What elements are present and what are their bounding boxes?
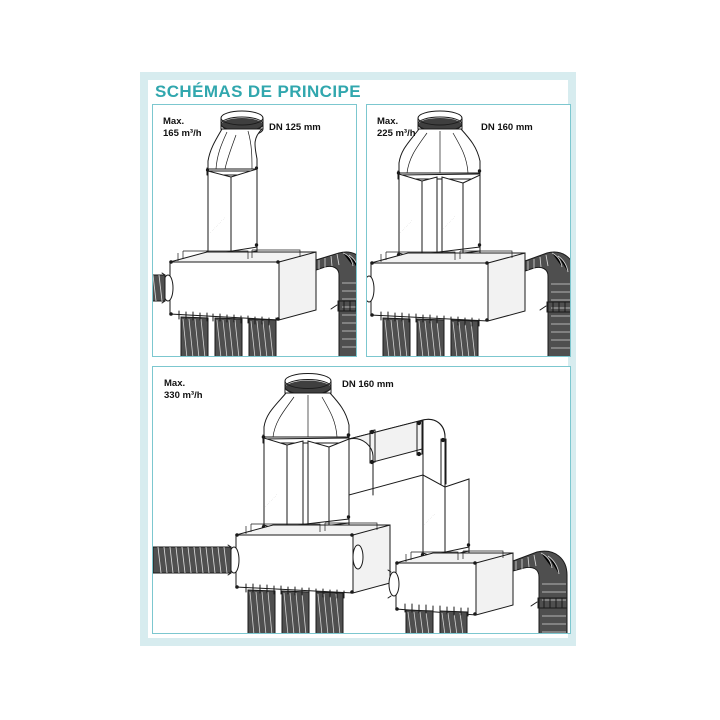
hose-drop-1	[382, 317, 411, 356]
hose-drop-r1	[405, 609, 434, 633]
flexible-hose-right-elbow	[524, 251, 570, 356]
hose-drop-2	[214, 317, 243, 356]
distribution-manifold-box-right	[395, 550, 514, 616]
vertical-rectangular-duct: · · · · · · · · · · ·	[207, 168, 258, 262]
vertical-rectangular-duct-left: · · · · · · · · ·	[398, 173, 438, 262]
hose-drop-2	[416, 318, 445, 356]
panel1-dn-label: DN 125 mm	[269, 122, 321, 133]
manifold-left-outlet-collars	[245, 583, 345, 599]
panel2-max-label: Max.	[377, 116, 399, 127]
flexible-hose-right-elbow	[315, 251, 356, 356]
flexible-corrugated-hose-left	[153, 274, 166, 302]
manifold-outlet-collars	[380, 311, 480, 327]
panel1-flow-rate: 165 m³/h	[163, 128, 202, 139]
duct-transition-piece	[263, 392, 350, 438]
round-duct-collar	[284, 373, 332, 401]
distribution-manifold-box	[169, 249, 317, 321]
panel3-max-label: Max.	[164, 378, 186, 389]
duct-clamp-bands	[369, 420, 447, 486]
hose-drop-l1	[247, 589, 276, 633]
riser-clamp-upper	[396, 168, 482, 180]
hose-clamp-band	[530, 597, 568, 609]
panel2-drawing: · · · · · · · · · · · · · · · · · ·	[367, 110, 570, 356]
distribution-manifold-box	[370, 250, 526, 322]
hose-drop-1	[180, 316, 209, 356]
flexible-corrugated-hose-left-inlet	[153, 546, 232, 574]
hose-clamp-band	[330, 300, 356, 312]
vertical-rectangular-duct-center	[307, 438, 350, 536]
panel3-drawing: · · · · · · · · ·	[153, 373, 568, 633]
schematic-panel-1: Max. 165 m³/h DN 125 mm	[152, 104, 357, 357]
vertical-rectangular-duct-right: · · · · · · · ·	[422, 474, 470, 562]
panel3-flow-rate: 330 m³/h	[164, 390, 203, 401]
manifold-right-outlet-collars	[404, 603, 469, 617]
flexible-hose-right-elbow	[512, 550, 568, 633]
flexible-hose-drops-right	[404, 603, 469, 633]
hose-drop-3	[248, 318, 277, 356]
manifold-outlet-collars	[178, 310, 277, 326]
page-title: SCHÉMAS DE PRINCIPE	[155, 82, 361, 101]
hose-drop-3	[450, 319, 479, 356]
manifold-side-inlet-port	[367, 275, 375, 303]
hose-clamp-band	[539, 301, 570, 313]
panel2-dn-label: DN 160 mm	[481, 122, 533, 133]
panel1-max-label: Max.	[163, 116, 185, 127]
hose-drop-l3	[315, 591, 344, 633]
distribution-manifold-box-left	[235, 522, 391, 594]
schematic-panel-3: Max. 330 m³/h DN 160 mm	[152, 366, 571, 634]
schematic-panel-2: Max. 225 m³/h DN 160 mm	[366, 104, 571, 357]
duct-transition-piece	[207, 128, 264, 170]
vertical-rectangular-duct-left: · · · · · · · · ·	[263, 437, 304, 534]
flexible-hose-drops	[380, 311, 480, 356]
panel1-drawing: · · · · · · · · · · ·	[153, 110, 356, 356]
panel3-dn-label: DN 160 mm	[342, 379, 394, 390]
panel2-flow-rate: 225 m³/h	[377, 128, 416, 139]
hose-drop-r2	[439, 610, 468, 633]
manifold-right-side-port	[387, 569, 400, 599]
hose-drop-l2	[281, 590, 310, 633]
flexible-hose-drops	[178, 310, 277, 356]
flexible-hose-drops-left	[245, 583, 345, 633]
